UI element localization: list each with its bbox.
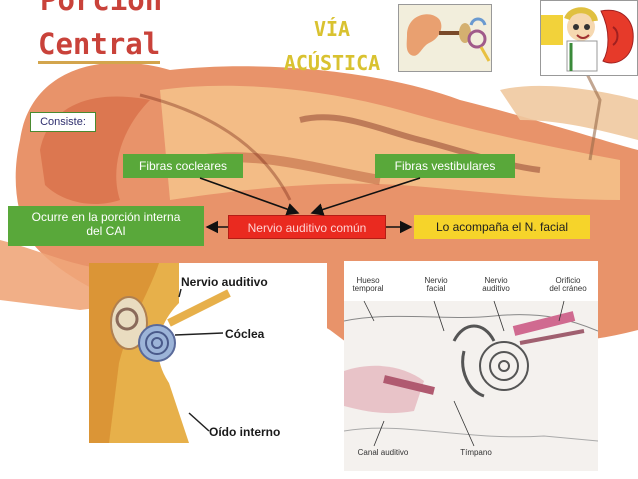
nervio-facial-label: Nervio facial xyxy=(424,276,448,294)
timpano-label: Tímpano xyxy=(460,448,492,457)
subtitle-line-2: ACÚSTICA xyxy=(283,51,381,75)
title-line-2: Central xyxy=(38,30,161,64)
nervio-auditivo-comun-box: Nervio auditivo común xyxy=(228,215,386,239)
inner-ear-illustration: Nervio auditivo Cóclea Oído interno xyxy=(89,263,327,443)
nervio-auditivo-right-label: Nervio auditivo xyxy=(482,276,510,294)
cartoon-doctor-image xyxy=(540,0,638,76)
hueso-temporal-label: Hueso temporal xyxy=(352,276,384,294)
subtitle-line-1: VÍA xyxy=(313,17,351,41)
orificio-craneo-label: Orificio del cráneo xyxy=(549,276,587,294)
title-line-1: Porción xyxy=(40,0,163,17)
fibras-cocleares-box: Fibras cocleares xyxy=(123,154,243,178)
ocurre-line-2: del CAI xyxy=(86,224,126,239)
ear-thumbnail-image xyxy=(398,4,492,72)
coclea-label: Cóclea xyxy=(225,327,265,341)
ear-cross-section-illustration: Hueso temporal Nervio facial Nervio audi… xyxy=(344,261,598,471)
ocurre-box: Ocurre en la porción interna del CAI xyxy=(8,206,204,246)
fibras-vestibulares-box: Fibras vestibulares xyxy=(375,154,515,178)
oido-interno-label: Oído interno xyxy=(209,425,281,439)
canal-auditivo-label: Canal auditivo xyxy=(357,448,409,457)
ocurre-line-1: Ocurre en la porción interna xyxy=(31,210,181,224)
acompana-facial-box: Lo acompaña el N. facial xyxy=(414,215,590,239)
nervio-auditivo-label: Nervio auditivo xyxy=(181,275,268,289)
consiste-label: Consiste: xyxy=(30,112,96,132)
